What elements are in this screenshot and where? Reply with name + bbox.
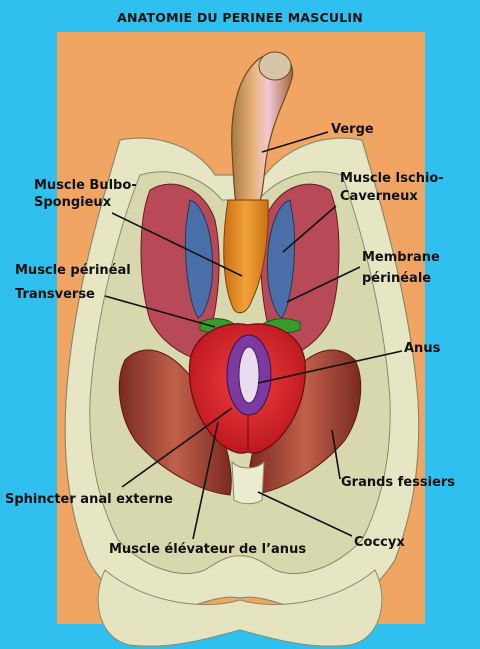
label-ischio-line2: Caverneux [340, 189, 418, 204]
label-anus: Anus [404, 341, 441, 356]
coccyx-bone [231, 460, 265, 505]
bottom-lobes [97, 569, 383, 647]
label-membrane-line1: Membrane [362, 250, 440, 265]
label-verge: Verge [331, 122, 374, 137]
label-coccyx: Coccyx [354, 535, 405, 550]
gluteus-left [118, 349, 232, 496]
label-transverse-line1: Muscle périnéal [15, 263, 131, 278]
bulbospongiosus [223, 199, 269, 314]
label-bulbo-line1: Muscle Bulbo- [34, 178, 137, 193]
label-transverse-line2: Transverse [15, 287, 95, 302]
label-fessiers: Grands fessiers [341, 475, 456, 490]
anus-opening [238, 346, 260, 404]
ischio-cavernosus-right [266, 199, 295, 319]
leader-lines [104, 131, 403, 540]
label-sphincter: Sphincter anal externe [5, 492, 173, 507]
label-bulbo-line2: Spongieux [34, 195, 112, 210]
glans [258, 51, 292, 81]
ischio-cavernosus-left [185, 199, 214, 319]
page-title: ANATOMIE DU PERINEE MASCULIN [117, 10, 363, 25]
label-ischio-line1: Muscle Ischio- [340, 171, 444, 186]
label-elevateur: Muscle élévateur de l’anus [109, 542, 307, 557]
label-membrane-line2: périnéale [362, 271, 432, 286]
